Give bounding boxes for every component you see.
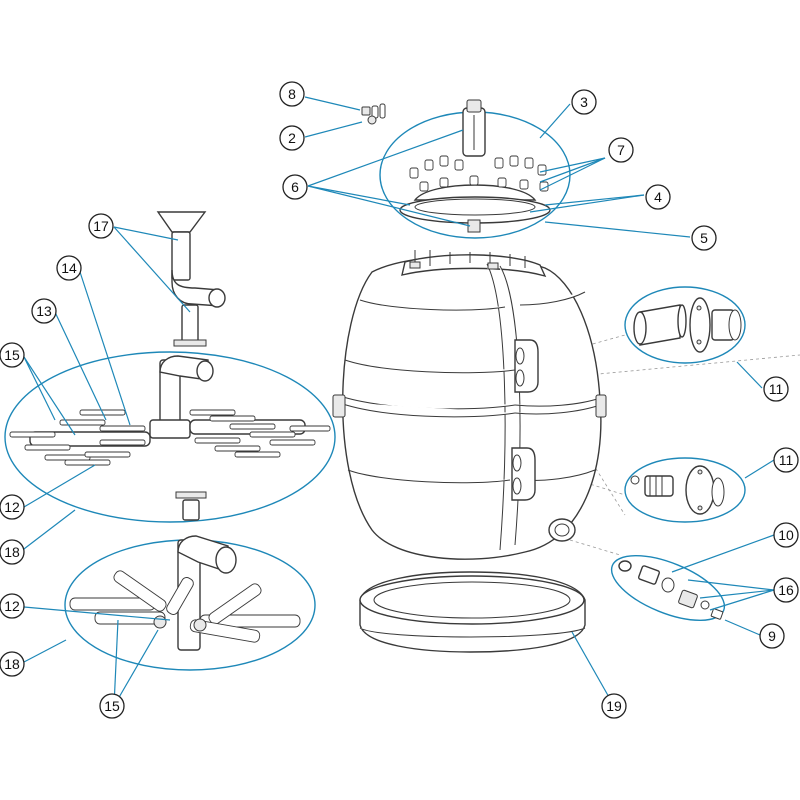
small-valve-parts — [361, 103, 386, 125]
svg-text:18: 18 — [4, 656, 20, 672]
svg-text:6: 6 — [291, 179, 299, 195]
leader-lines — [19, 96, 775, 707]
callout-11-upper: 11 — [763, 376, 789, 402]
top-bolts — [409, 250, 526, 270]
callout-2: 2 — [279, 125, 305, 151]
svg-text:8: 8 — [288, 86, 296, 102]
port-fitting-upper — [624, 286, 746, 364]
inlet-funnel-17 — [156, 211, 226, 347]
lateral-nozzles-left — [9, 409, 146, 466]
callout-14: 14 — [56, 255, 82, 281]
svg-text:13: 13 — [36, 303, 52, 319]
lid-nuts — [409, 155, 549, 192]
svg-text:9: 9 — [768, 628, 776, 644]
svg-text:11: 11 — [779, 452, 794, 468]
lateral-nozzles-right — [189, 409, 331, 458]
laterals-assembly-lower — [64, 535, 316, 671]
lid-assembly — [379, 99, 571, 239]
svg-text:12: 12 — [4, 499, 20, 515]
callout-18-lower: 18 — [0, 651, 25, 677]
callout-15-lower: 15 — [99, 693, 125, 719]
callout-7: 7 — [608, 137, 634, 163]
callout-8: 8 — [279, 81, 305, 107]
svg-text:16: 16 — [778, 582, 794, 598]
callout-17: 17 — [88, 213, 114, 239]
svg-text:2: 2 — [288, 130, 296, 146]
svg-text:12: 12 — [4, 598, 20, 614]
base-stand — [359, 571, 586, 653]
callout-13: 13 — [31, 298, 57, 324]
svg-text:7: 7 — [617, 142, 625, 158]
laterals-assembly-upper — [4, 351, 336, 523]
svg-text:3: 3 — [580, 94, 588, 110]
svg-text:4: 4 — [654, 189, 662, 205]
callout-3: 3 — [571, 89, 597, 115]
callout-15-upper: 15 — [0, 342, 25, 368]
port-fitting-lower — [624, 457, 746, 523]
svg-text:11: 11 — [769, 381, 784, 397]
svg-text:18: 18 — [4, 544, 20, 560]
svg-text:17: 17 — [93, 218, 109, 234]
svg-text:5: 5 — [700, 230, 708, 246]
callout-11-lower: 11 — [773, 447, 799, 473]
callout-10: 10 — [773, 522, 799, 548]
callout-19: 19 — [601, 693, 627, 719]
svg-text:14: 14 — [61, 260, 77, 276]
callout-18-upper: 18 — [0, 539, 25, 565]
callout-4: 4 — [645, 184, 671, 210]
callout-12-lower: 12 — [0, 593, 25, 619]
callout-6: 6 — [282, 174, 308, 200]
filter-tank-body — [332, 250, 607, 560]
svg-text:15: 15 — [104, 698, 120, 714]
svg-text:19: 19 — [606, 698, 622, 714]
callout-16: 16 — [773, 577, 799, 603]
drain-assembly — [610, 555, 726, 621]
callout-5: 5 — [691, 225, 717, 251]
svg-text:10: 10 — [778, 527, 794, 543]
callout-9: 9 — [759, 623, 785, 649]
callouts: 8 2 3 7 6 4 5 17 — [0, 81, 799, 719]
callout-12-upper: 12 — [0, 494, 25, 520]
svg-text:15: 15 — [4, 347, 20, 363]
